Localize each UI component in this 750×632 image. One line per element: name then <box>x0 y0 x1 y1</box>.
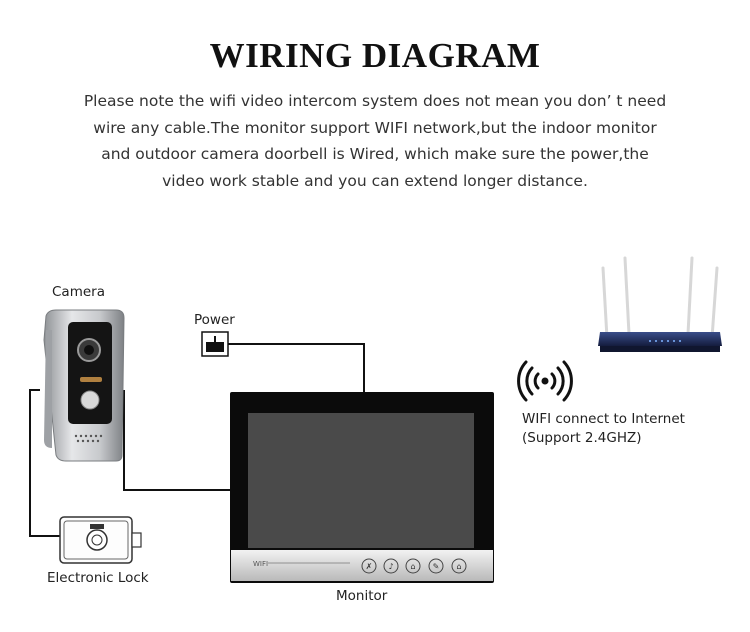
lock-label: Electronic Lock <box>47 570 149 586</box>
svg-text:♪: ♪ <box>388 562 393 571</box>
svg-text:✗: ✗ <box>366 562 373 571</box>
monitor-wifi-badge: WIFI <box>253 560 268 568</box>
wifi-caption-line1: WIFI connect to Internet <box>522 411 685 427</box>
electronic-lock-icon <box>59 516 142 564</box>
wire-power-monitor <box>225 343 365 392</box>
svg-text:✎: ✎ <box>433 562 440 571</box>
power-label: Power <box>194 312 235 328</box>
wifi-signal-icon <box>517 360 573 402</box>
monitor-screen <box>248 413 474 548</box>
description-line: video work stable and you can extend lon… <box>162 171 588 190</box>
monitor-device: ✗ ♪ ⌂ ✎ ⌂ <box>230 392 494 583</box>
wire-camera-lock <box>29 389 60 537</box>
svg-text:⌂: ⌂ <box>456 562 461 571</box>
description-line: Please note the wifi video intercom syst… <box>83 92 667 110</box>
camera-doorbell-icon <box>43 309 125 462</box>
camera-label: Camera <box>52 284 105 300</box>
monitor-label: Monitor <box>336 588 388 604</box>
power-adapter-icon <box>201 331 229 357</box>
wifi-caption: WIFI connect to Internet (Support 2.4GHZ… <box>522 410 685 448</box>
description-line: and outdoor camera doorbell is Wired, wh… <box>101 145 649 163</box>
wifi-caption-line2: (Support 2.4GHZ) <box>522 430 642 446</box>
router-icon <box>598 256 722 352</box>
description: Please note the wifi video intercom syst… <box>60 88 690 194</box>
diagram-title: WIRING DIAGRAM <box>209 36 541 75</box>
svg-text:⌂: ⌂ <box>410 562 415 571</box>
wire-camera-monitor <box>123 390 230 491</box>
description-line: wire any cable.The monitor support WIFI … <box>93 118 657 137</box>
